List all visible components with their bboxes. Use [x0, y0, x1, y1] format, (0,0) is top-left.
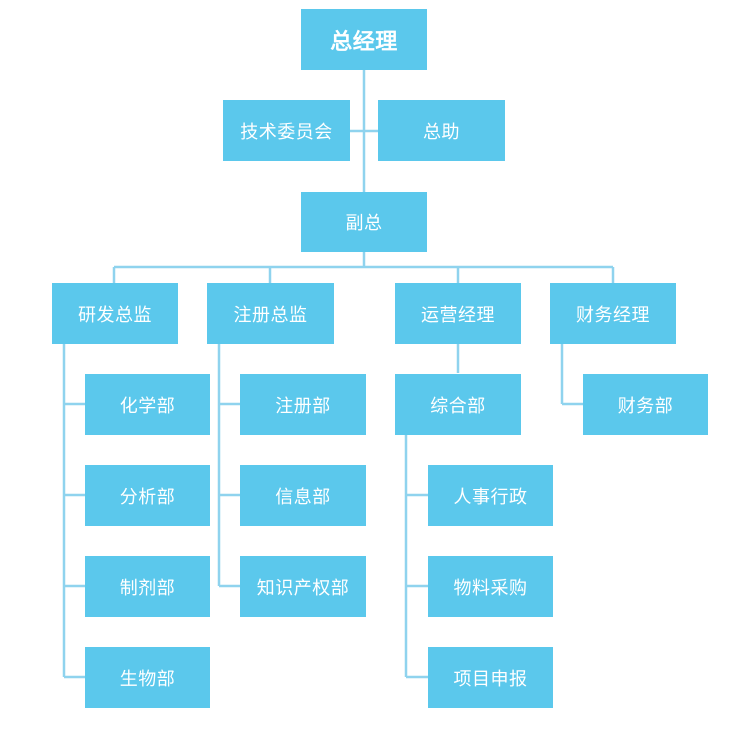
ip-dept-label: 知识产权部 — [256, 577, 350, 599]
ceo-box: 总经理 — [301, 9, 427, 70]
vp-box: 副总 — [301, 192, 427, 252]
hr-admin-box: 人事行政 — [428, 465, 553, 526]
ops-manager-box: 运营经理 — [395, 283, 521, 344]
finance-dept-box: 财务部 — [583, 374, 708, 435]
registration-dept-box: 注册部 — [240, 374, 366, 435]
ip-dept-box: 知识产权部 — [240, 556, 366, 617]
general-dept-label: 综合部 — [430, 395, 486, 417]
vp-label: 副总 — [345, 213, 383, 234]
tech-committee-label: 技术委员会 — [240, 121, 333, 143]
registration-dept-label: 注册部 — [275, 395, 331, 417]
reg-director-label: 注册总监 — [233, 304, 308, 326]
finance-dept-label: 财务部 — [617, 395, 674, 417]
chemistry-dept-box: 化学部 — [85, 374, 210, 435]
rd-director-box: 研发总监 — [52, 283, 178, 344]
formulation-dept-box: 制剂部 — [85, 556, 210, 617]
fin-manager-box: 财务经理 — [550, 283, 676, 344]
chemistry-dept-label: 化学部 — [119, 395, 176, 417]
reg-director-box: 注册总监 — [207, 283, 334, 344]
project-declaration-label: 项目申报 — [453, 668, 528, 690]
analysis-dept-box: 分析部 — [85, 465, 210, 526]
analysis-dept-label: 分析部 — [119, 486, 176, 508]
assistant-label: 总助 — [423, 121, 460, 143]
formulation-dept-label: 制剂部 — [119, 577, 176, 599]
ops-manager-label: 运营经理 — [421, 304, 495, 326]
information-dept-label: 信息部 — [275, 486, 331, 508]
hr-admin-label: 人事行政 — [453, 486, 528, 508]
procurement-label: 物料采购 — [453, 577, 528, 599]
tech-committee-box: 技术委员会 — [223, 100, 350, 161]
ceo-label: 总经理 — [330, 29, 398, 55]
biology-dept-label: 生物部 — [119, 668, 176, 690]
biology-dept-box: 生物部 — [85, 647, 210, 708]
assistant-box: 总助 — [378, 100, 505, 161]
general-dept-box: 综合部 — [395, 374, 521, 435]
procurement-box: 物料采购 — [428, 556, 553, 617]
rd-director-label: 研发总监 — [78, 304, 152, 326]
fin-manager-label: 财务经理 — [576, 304, 650, 326]
information-dept-box: 信息部 — [240, 465, 366, 526]
project-declaration-box: 项目申报 — [428, 647, 553, 708]
